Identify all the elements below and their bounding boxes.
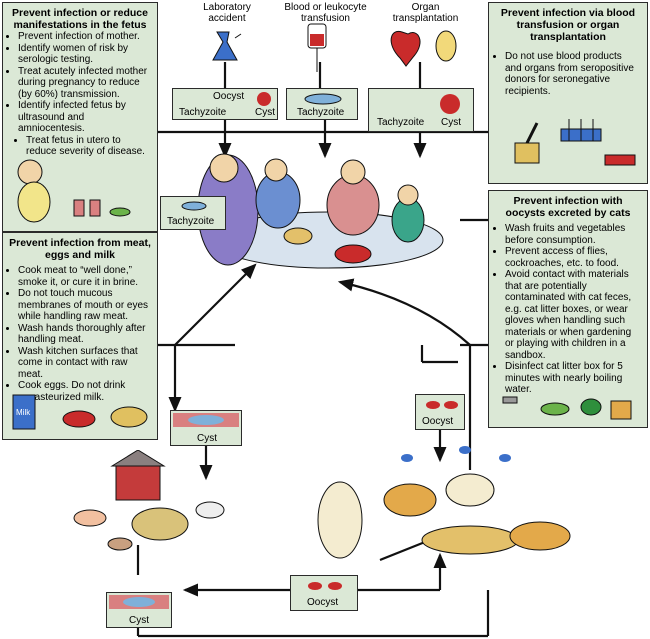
tachyzoite-icon: [181, 201, 207, 211]
farm-animals-illustration: [73, 450, 225, 551]
box-meat-item: Cook eggs. Do not drink unpasteurized mi…: [18, 380, 152, 403]
box-cats-title: Prevent infection with oocysts excreted …: [505, 195, 631, 219]
box-prevent-meat: Prevent infection from meat, eggs and mi…: [2, 232, 158, 440]
tag-oocyst-bottom: Oocyst: [290, 575, 358, 611]
oocyst-icon: [426, 401, 458, 409]
label-tachyzoite: Tachyzoite: [377, 117, 425, 128]
tag-cyst-meat: Cyst: [170, 410, 242, 446]
box-meat-title: Prevent infection from meat, eggs and mi…: [9, 237, 151, 261]
box-prevent-transfusion: Prevent infection via blood transfusion …: [488, 2, 648, 184]
source-blood-transfusion: Blood or leukocyte transfusion: [284, 2, 367, 24]
box-fetus-item: Prevent infection of mother.: [18, 31, 152, 43]
lab-flask-icon: [212, 31, 242, 61]
tag-tachyzoite-transfusion: Tachyzoite: [286, 88, 358, 120]
box-meat-item: Do not touch mucous membranes of mouth o…: [18, 288, 152, 323]
box-fetus-item: Treat fetus in utero to reduce severity …: [26, 135, 152, 158]
tag-oocyst-environment: Oocyst: [415, 394, 465, 430]
tag-tachyzoite-fetus: Tachyzoite: [160, 196, 226, 230]
label-cyst: Cyst: [255, 107, 275, 118]
box-meat-item: Wash kitchen surfaces that come in conta…: [18, 346, 152, 381]
source-organ-transplant: Organ transplantation: [392, 2, 459, 24]
tissue-cyst-icon: [109, 595, 169, 609]
label-cyst: Cyst: [129, 615, 149, 626]
cyst-icon: [257, 92, 271, 106]
tag-oocyst-cyst-tachyzoite: Oocyst Tachyzoite Cyst: [172, 88, 278, 120]
milk-meat-food-icon: Milk: [12, 394, 148, 430]
source-lab-accident: Laboratory accident: [203, 2, 251, 24]
box-cats-item: Prevent access of flies, cockroaches, et…: [505, 246, 641, 269]
cyst-icon: [440, 94, 460, 114]
vegetables-faucet-icon: [502, 396, 632, 420]
label-cyst: Cyst: [441, 117, 461, 128]
label-tachyzoite: Tachyzoite: [179, 107, 227, 118]
tissue-cyst-icon: [173, 413, 239, 427]
box-fetus-item: Identify infected fetus by ultrasound an…: [18, 100, 152, 135]
blood-bag-icon: [307, 23, 327, 72]
insects-icon: [401, 446, 511, 462]
tag-cyst-rodent: Cyst: [106, 592, 172, 628]
box-fetus-title: Prevent infection or reduce manifestatio…: [12, 7, 148, 31]
oocyst-icon: [308, 582, 342, 590]
label-tachyzoite: Tachyzoite: [167, 216, 215, 227]
cats-illustration: [317, 473, 571, 559]
mother-pill-illustration: [17, 159, 131, 223]
box-meat-item: Cook meat to “well done,” smoke it, or c…: [18, 265, 152, 288]
label-tachyzoite: Tachyzoite: [297, 107, 345, 118]
box-cats-item: Disinfect cat litter box for 5 minutes w…: [505, 361, 641, 396]
family-dinner-illustration: [197, 153, 444, 269]
label-oocyst: Oocyst: [307, 597, 339, 608]
box-fetus-item: Treat acutely infected mother during pre…: [18, 66, 152, 101]
tachyzoite-icon: [304, 93, 342, 105]
box-transfusion-title: Prevent infection via blood transfusion …: [500, 7, 636, 43]
box-transfusion-item: Do not use blood products and organs fro…: [505, 51, 641, 97]
box-cats-item: Wash fruits and vegetables before consum…: [505, 223, 641, 246]
label-oocyst: Oocyst: [422, 416, 454, 427]
lab-equipment-icon: [514, 119, 636, 166]
box-meat-item: Wash hands thoroughly after handling mea…: [18, 323, 152, 346]
label-oocyst: Oocyst: [213, 91, 245, 102]
milk-label: Milk: [16, 408, 31, 417]
box-prevent-cats: Prevent infection with oocysts excreted …: [488, 190, 648, 428]
heart-kidney-icon: [390, 30, 457, 67]
box-cats-item: Avoid contact with materials that are po…: [505, 269, 641, 361]
label-cyst: Cyst: [197, 433, 217, 444]
box-prevent-fetus: Prevent infection or reduce manifestatio…: [2, 2, 158, 232]
tag-tachyzoite-cyst-organ: Tachyzoite Cyst: [368, 88, 474, 132]
box-fetus-item: Identify women of risk by serologic test…: [18, 43, 152, 66]
